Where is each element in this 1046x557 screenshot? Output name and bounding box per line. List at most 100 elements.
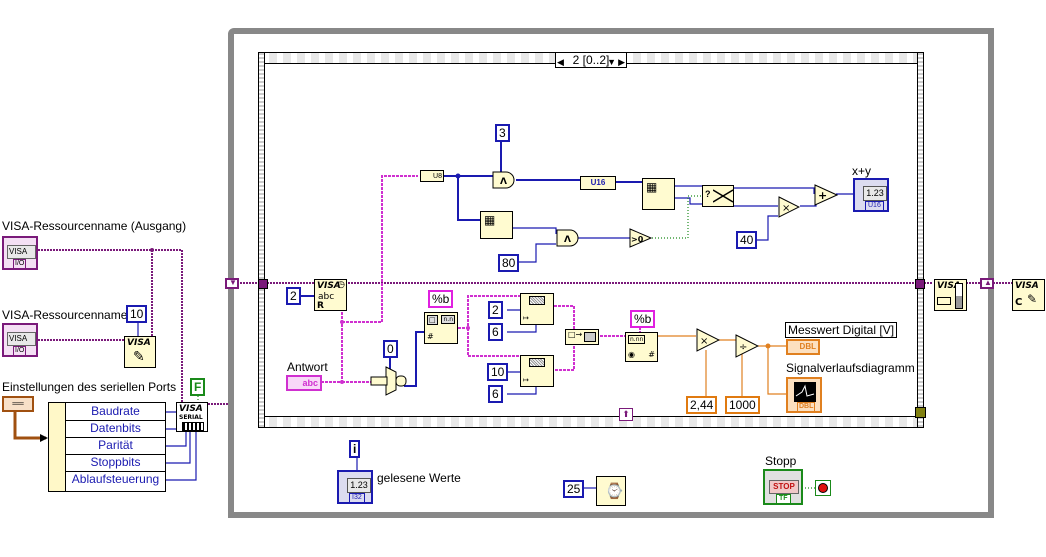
array-grid-icon: ▦ (646, 180, 658, 194)
wait-ms-node[interactable]: ⌚ (596, 476, 626, 506)
up-triangle-icon: ▲ (984, 278, 992, 287)
increment-arrow-icon[interactable]: ▶ (618, 57, 625, 67)
select-node[interactable]: ? (702, 185, 734, 207)
array-subset-node-b[interactable]: ↦ (520, 355, 554, 387)
multiply-node-2[interactable]: × (696, 328, 720, 352)
constant-3[interactable]: 3 (495, 124, 510, 142)
and-gate-2[interactable]: Λ (556, 229, 582, 247)
measure-indicator[interactable]: DBL (786, 339, 820, 355)
chevron-down-icon[interactable]: ▼ (607, 57, 616, 67)
while-loop[interactable] (228, 28, 994, 518)
u8-conversion[interactable]: U8 (420, 170, 444, 182)
subset-a-length[interactable]: 6 (488, 323, 503, 341)
up-arrow-icon: ⬆ (619, 408, 633, 421)
index-array-node-2[interactable]: ▦ (480, 211, 513, 239)
visa-close-glyph: VISA (1015, 281, 1039, 291)
subset-a-offset[interactable]: 2 (488, 301, 503, 319)
antwort-indicator[interactable]: abc (286, 375, 322, 391)
visa-resource-out-control[interactable]: VISA I/O (2, 236, 38, 270)
iteration-terminal: i (349, 440, 361, 458)
loop-condition-terminal[interactable] (815, 480, 831, 496)
svg-text:Λ: Λ (564, 235, 571, 245)
svg-text:+: + (818, 189, 827, 202)
timeout-constant[interactable]: 10 (126, 305, 148, 323)
subset-b-length[interactable]: 6 (488, 385, 503, 403)
bundle-row-stoppbits[interactable]: Stoppbits (66, 454, 165, 472)
array-subset-node-a[interactable]: ↦ (520, 293, 554, 325)
read-r-glyph: R (317, 301, 324, 311)
svg-text:×: × (782, 203, 790, 214)
chart-icon (794, 382, 816, 402)
waveform-chart-indicator[interactable]: DBL (786, 377, 822, 413)
greater-than-zero-node[interactable]: >0 (629, 228, 653, 248)
unbundle-by-name[interactable]: Baudrate Datenbits Parität Stoppbits Abl… (48, 402, 166, 492)
stop-label: Stopp (765, 454, 797, 468)
subset-icon (529, 296, 545, 305)
close-c-glyph: C (1015, 297, 1023, 308)
serial-settings-control[interactable]: ══ (2, 396, 34, 412)
visa-write-glyph: VISA (937, 281, 961, 291)
unbundle-side (49, 403, 66, 491)
format-constant-1[interactable]: %b (428, 290, 454, 308)
stop-button-control[interactable]: STOP TF (763, 469, 803, 505)
shift-register-left[interactable]: ▼ (225, 278, 239, 289)
subset-b-offset[interactable]: 10 (487, 363, 509, 381)
case-border-right (917, 53, 923, 427)
bullet-icon: ◉ (628, 350, 635, 359)
index-array-node-1[interactable]: ▦ (642, 178, 675, 210)
scan-from-string-node-2[interactable]: n.nn ◉ # (625, 332, 658, 362)
factor-constant[interactable]: 2,44 (686, 396, 718, 414)
visa-close-node[interactable]: VISA C ✎ (1012, 279, 1045, 311)
format-constant-2[interactable]: %b (630, 310, 656, 328)
iterations-indicator[interactable]: 1.23 I32 (337, 470, 373, 504)
chart-label: Signalverlaufsdiagramm (786, 361, 915, 375)
constant-80[interactable]: 80 (498, 254, 520, 272)
svg-text:÷: ÷ (739, 342, 747, 353)
and-gate-1[interactable]: Λ (492, 171, 518, 189)
case-border-left (259, 53, 265, 427)
sum-display: 1.23 (863, 186, 887, 201)
visa-read-node[interactable]: VISA abc R ◷ (314, 279, 347, 311)
divisor-constant[interactable]: 1000 (725, 396, 760, 414)
sum-indicator[interactable]: 1.23 U16 (853, 178, 889, 212)
visa-open-node[interactable]: VISA ✎ (124, 336, 156, 368)
constant-40[interactable]: 40 (736, 231, 758, 249)
concatenate-strings-node[interactable]: □→ (565, 329, 599, 345)
wait-ms-constant[interactable]: 25 (563, 480, 585, 498)
measure-label: Messwert Digital [V] (785, 322, 898, 338)
multiply-node[interactable]: × (778, 196, 800, 218)
false-constant[interactable]: F (190, 378, 206, 396)
visa-glyph: VISA (7, 245, 36, 259)
index-constant[interactable]: 0 (383, 340, 398, 358)
case-tunnel-bottom (915, 407, 926, 418)
nn-icon: n.nn (628, 335, 646, 344)
serial-port-icon (182, 422, 204, 431)
divide-node[interactable]: ÷ (735, 334, 759, 358)
add-node[interactable]: + (814, 184, 838, 206)
bundle-row-baudrate[interactable]: Baudrate (66, 403, 165, 421)
stop-type: TF (776, 494, 791, 503)
bundle-row-ablaufsteuerung[interactable]: Ablaufsteuerung (71, 472, 160, 486)
visa-resource-control[interactable]: VISA I/O (2, 323, 38, 357)
bundle-row-datenbits[interactable]: Datenbits (66, 420, 165, 438)
case-selector[interactable]: ◀ 2 [0..2] ▼ ▶ (555, 52, 627, 68)
progress-bar-icon (955, 283, 963, 309)
visa-in-label: VISA-Ressourcenname (2, 308, 128, 322)
byte-count-constant[interactable]: 2 (286, 287, 301, 305)
wire-visa-out (38, 249, 183, 402)
decrement-arrow-icon[interactable]: ◀ (557, 57, 564, 67)
buffer-icon (937, 297, 951, 305)
visa-glyph: VISA (7, 332, 36, 346)
visa-write-node[interactable]: VISA (934, 279, 967, 311)
shift-register-right[interactable]: ▲ (980, 278, 994, 289)
nn-icon: n.n (441, 315, 455, 324)
u16-conversion[interactable]: U16 (580, 176, 616, 190)
question-icon: ? (705, 189, 711, 199)
string-subset-node[interactable] (370, 366, 408, 396)
scan-from-string-node[interactable]: □ n.n # (424, 312, 458, 344)
visa-configure-serial-node[interactable]: VISA SERIAL (176, 402, 208, 432)
stop-button[interactable]: STOP (769, 480, 799, 494)
bundle-row-paritaet[interactable]: Parität (66, 437, 165, 455)
abc-glyph: abc (318, 292, 335, 302)
concat-icon: □→ (568, 330, 583, 339)
